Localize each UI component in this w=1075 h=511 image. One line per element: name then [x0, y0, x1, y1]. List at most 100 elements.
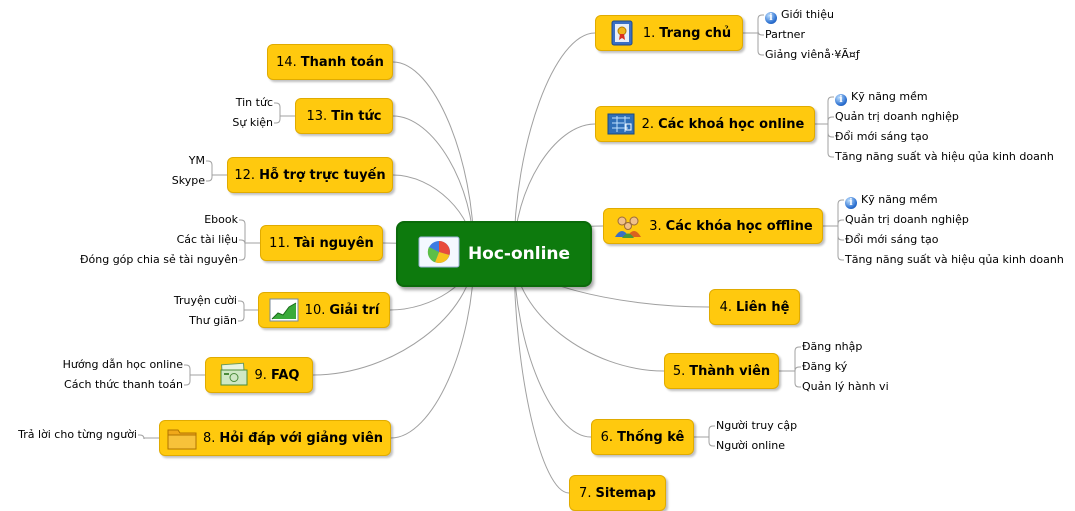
connector-line — [757, 30, 764, 36]
topic-number: 7. — [579, 485, 592, 501]
topic-ho-tro-truc-tuyen[interactable]: 12. Hỗ trợ trực tuyến — [227, 157, 393, 193]
topic-number: 13. — [306, 108, 328, 124]
connector-line — [827, 124, 834, 138]
subtopic-giang-vien[interactable]: Giảng viênå·¥Ã¤ƒ — [765, 48, 860, 61]
connector-line — [238, 310, 245, 322]
subtopic-thu-gian[interactable]: Thư giãn — [189, 314, 237, 327]
subtopic-su-kien[interactable]: Sự kiện — [232, 116, 273, 129]
subtopic-huong-dan-hoc-online[interactable]: Hướng dẫn học online — [62, 358, 183, 371]
subtopic-nguoi-online[interactable]: Người online — [716, 439, 786, 452]
connector-line — [757, 14, 764, 33]
topic-number: 3. — [649, 218, 662, 234]
topic-number: 11. — [269, 235, 290, 251]
connector-line — [239, 243, 246, 261]
topic-hoi-dap-voi-giang-vien[interactable]: 8. Hỏi đáp với giảng viên — [159, 420, 391, 456]
subtopic-tin-tuc[interactable]: Tin tức — [235, 96, 273, 109]
topic-title: Các khoá học online — [658, 116, 805, 132]
topic-giai-tri[interactable]: 10. Giải trí — [258, 292, 390, 328]
connector-line — [184, 375, 191, 386]
connector-line — [206, 175, 213, 182]
connector-line — [794, 346, 801, 371]
topic-title: Liên hệ — [735, 299, 790, 315]
connector-line — [513, 32, 596, 255]
certificate-icon — [607, 20, 637, 46]
money-icon — [219, 362, 249, 388]
connector-line — [138, 434, 145, 440]
topic-number: 1. — [642, 25, 656, 41]
topic-title: Hỏi đáp với giảng viên — [219, 430, 384, 446]
connector-line — [827, 116, 834, 124]
subtopic-cac-tai-lieu[interactable]: Các tài liệu — [176, 233, 238, 246]
central-topic-title: Hoc-online — [467, 244, 571, 264]
topic-cac-khoa-hoc-offline[interactable]: 3. Các khóa học offline — [603, 208, 823, 244]
topic-title: Thanh toán — [300, 54, 384, 70]
connector-line — [708, 437, 715, 447]
connector-line — [827, 96, 834, 124]
topic-lien-he[interactable]: 4. Liên hệ — [709, 289, 800, 325]
topic-thanh-vien[interactable]: 5. Thành viên — [664, 353, 779, 389]
connector-line — [390, 253, 475, 439]
connector-line — [708, 425, 715, 437]
subtopic-quan-ly-hanh-vi[interactable]: Quản lý hành vi — [802, 380, 889, 393]
subtopic-dang-nhap[interactable]: Đăng nhập — [802, 340, 863, 353]
topic-tai-nguyen[interactable]: 11. Tài nguyên — [260, 225, 383, 261]
subtopic-tra-loi-cho-tung-nguoi[interactable]: Trả lời cho từng người — [18, 428, 137, 441]
subtopic-partner[interactable]: Partner — [765, 28, 805, 41]
people-group-icon — [613, 213, 643, 239]
topic-title: Sitemap — [595, 485, 656, 501]
connector-line — [757, 33, 764, 56]
subtopic-dang-ky[interactable]: Đăng ký — [802, 360, 848, 373]
topic-faq[interactable]: 9. FAQ — [205, 357, 313, 393]
connector-line — [238, 300, 245, 310]
info-icon: i — [835, 94, 847, 106]
connector-line — [837, 219, 844, 226]
connector-line — [513, 253, 592, 438]
topic-sitemap[interactable]: 7. Sitemap — [569, 475, 666, 511]
connector-line — [206, 160, 213, 175]
connector-line — [274, 116, 281, 124]
topic-title: FAQ — [270, 367, 300, 383]
topic-number: 12. — [234, 167, 256, 183]
topic-title: Giải trí — [329, 302, 380, 318]
topic-cac-khoa-hoc-online[interactable]: 2. Các khoá học online — [595, 106, 815, 142]
subtopic-cach-thuc-thanh-toan[interactable]: Cách thức thanh toán — [64, 378, 183, 391]
subtopic-ym[interactable]: YM — [188, 154, 205, 167]
topic-thong-ke[interactable]: 6. Thống kê — [591, 419, 694, 455]
topic-tin-tuc[interactable]: 13. Tin tức — [295, 98, 393, 134]
topic-number: 4. — [719, 299, 732, 315]
topic-title: Thành viên — [689, 363, 771, 379]
connector-line — [274, 102, 281, 116]
topic-number: 10. — [304, 302, 326, 318]
connector-line — [837, 226, 844, 261]
blueprint-icon — [606, 111, 636, 137]
subtopic-quan-tri-doanh-nghiep[interactable]: Quản trị doanh nghiệp — [845, 213, 969, 226]
subtopic-tang-nang-suat[interactable]: Tăng năng suất và hiệu qủa kinh doanh — [845, 253, 1064, 266]
central-topic[interactable]: Hoc-online — [396, 221, 592, 287]
subtopic-ebook[interactable]: Ebook — [204, 213, 238, 226]
topic-title: Các khóa học offline — [665, 218, 813, 234]
subtopic-doi-moi-sang-tao[interactable]: Đổi mới sáng tạo — [845, 233, 939, 246]
subtopic-quan-tri-doanh-nghiep[interactable]: Quản trị doanh nghiệp — [835, 110, 959, 123]
topic-number: 2. — [641, 116, 655, 132]
subtopic-doi-moi-sang-tao[interactable]: Đổi mới sáng tạo — [835, 130, 929, 143]
connector-line — [837, 226, 844, 241]
connector-line — [513, 253, 570, 494]
subtopic-skype[interactable]: Skype — [171, 174, 205, 187]
topic-number: 6. — [600, 429, 614, 445]
topic-number: 8. — [202, 430, 216, 446]
topic-number: 9. — [254, 367, 267, 383]
connector-line — [239, 239, 246, 245]
topic-title: Hỗ trợ trực tuyến — [259, 167, 386, 183]
subtopic-truyen-cuoi[interactable]: Truyện cười — [173, 294, 237, 307]
topic-title: Tin tức — [331, 108, 382, 124]
topic-thanh-toan[interactable]: 14. Thanh toán — [267, 44, 393, 80]
topic-trang-chu[interactable]: 1. Trang chủ — [595, 15, 743, 51]
subtopic-nguoi-truy-cap[interactable]: Người truy cập — [716, 419, 798, 432]
topic-title: Tài nguyên — [293, 235, 374, 251]
subtopic-dong-gop-chia-se[interactable]: Đóng góp chia sẻ tài nguyên — [80, 253, 238, 266]
subtopic-tang-nang-suat[interactable]: Tăng năng suất và hiệu qủa kinh doanh — [835, 150, 1054, 163]
